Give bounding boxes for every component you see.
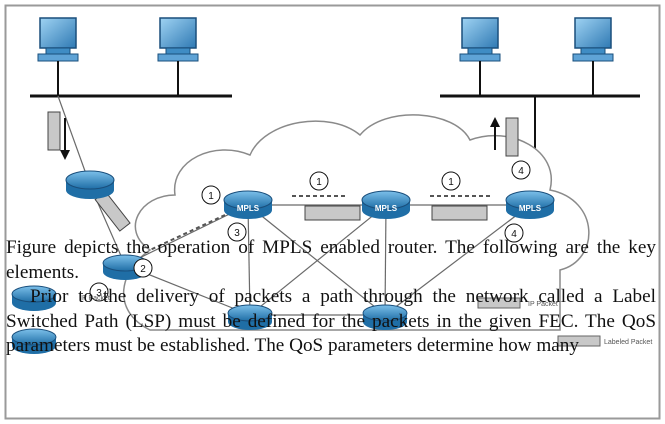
mpls-router: MPLS xyxy=(361,190,411,219)
packet xyxy=(47,111,61,151)
svg-text:3: 3 xyxy=(234,228,240,239)
legend-router xyxy=(11,285,57,311)
step-number: 2 xyxy=(133,258,153,278)
paragraph: Prior to the delivery of packets a path … xyxy=(6,286,656,357)
body-text: Figure depicts the operation of MPLS ena… xyxy=(6,236,656,359)
packet xyxy=(304,205,361,221)
legend-label: IP Packet xyxy=(528,301,558,308)
arrow-icon xyxy=(490,117,500,150)
edge-router xyxy=(65,170,115,199)
network-cloud xyxy=(123,114,590,331)
step-number: 1 xyxy=(441,171,461,191)
legend-label: IP Packet xyxy=(80,295,110,302)
step-number: 4 xyxy=(511,160,531,180)
figure-border xyxy=(4,4,661,420)
paragraph: Figure depicts the operation of MPLS ena… xyxy=(6,237,656,283)
arrow-icon xyxy=(60,118,70,160)
svg-text:1: 1 xyxy=(316,177,322,188)
packet xyxy=(505,117,519,157)
svg-text:4: 4 xyxy=(511,229,517,240)
legend-swatch xyxy=(477,297,521,309)
step-number: 3 xyxy=(227,222,247,242)
step-number: 3 xyxy=(89,282,109,302)
svg-text:3: 3 xyxy=(96,288,102,299)
svg-text:4: 4 xyxy=(518,166,524,177)
host-computer xyxy=(37,17,79,96)
mpls-router xyxy=(362,304,408,330)
svg-text:1: 1 xyxy=(448,177,454,188)
router-label: MPLS xyxy=(237,204,260,213)
host-computer xyxy=(459,17,501,96)
host-computer xyxy=(572,17,614,96)
host-computer xyxy=(157,17,199,96)
mpls-router xyxy=(227,304,273,330)
step-number: 4 xyxy=(504,223,524,243)
step-number: 1 xyxy=(309,171,329,191)
legend-label: Labeled Packet xyxy=(604,339,652,346)
legend-swatch xyxy=(557,335,601,347)
mpls-router: MPLS xyxy=(505,190,555,219)
signalling-arrows xyxy=(149,195,490,251)
router-label: MPLS xyxy=(519,204,542,213)
svg-text:2: 2 xyxy=(140,264,146,275)
mpls-router: MPLS xyxy=(223,190,273,219)
router-label: MPLS xyxy=(375,204,398,213)
step-number: 1 xyxy=(201,185,221,205)
legend-router xyxy=(11,328,57,354)
svg-text:1: 1 xyxy=(208,191,214,202)
packet xyxy=(431,205,488,221)
